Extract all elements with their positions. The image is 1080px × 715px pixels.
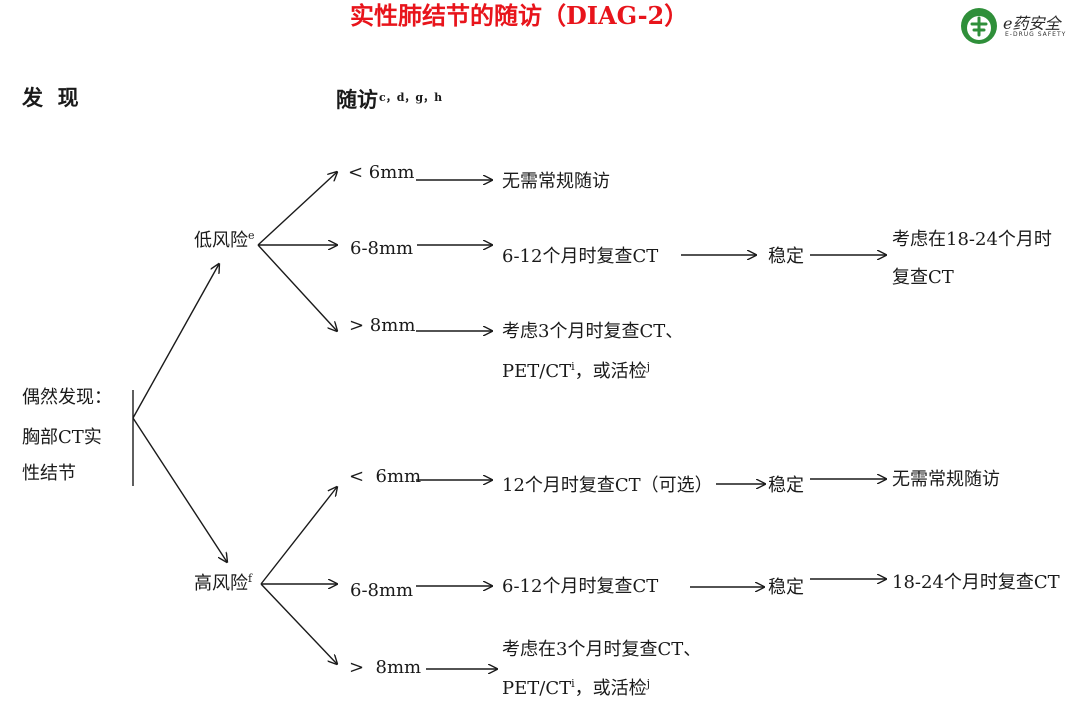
logo-emblem-icon [961, 8, 997, 44]
low-size-lt6: < 6mm [348, 162, 415, 183]
high-size-6-8: 6-8mm [350, 580, 414, 601]
arrow-root-to-low-risk [132, 264, 219, 419]
low-gt8-line1: 考虑3个月时复查CT、 [502, 321, 684, 342]
high-size-lt6: < 6mm [349, 466, 422, 487]
logo-text: e药安全 [1003, 14, 1061, 33]
root-line-2: 胸部CT实 [22, 427, 102, 448]
arrow-high-to-lt6 [260, 487, 337, 585]
high-lt6-stable: 稳定 [768, 475, 804, 496]
root-line-3: 性结节 [22, 463, 76, 484]
high-gt8-line1: 考虑在3个月时复查CT、 [502, 639, 702, 660]
page-title: 实性肺结节的随访（DIAG-2） [350, 1, 689, 30]
e-drug-safety-logo: e药安全 E-DRUG SAFETY [961, 6, 1073, 44]
high-lt6-step3: 无需常规随访 [892, 469, 1000, 490]
logo-subtext: E-DRUG SAFETY [1005, 31, 1067, 38]
high-gt8-line2: PET/CTi，或活检j [502, 677, 651, 699]
low-6-8-step1: 6-12个月时复查CT [502, 246, 659, 267]
high-size-gt8: > 8mm [349, 657, 422, 678]
followup-header: 随访c，d，g，h [336, 87, 443, 112]
low-size-6-8: 6-8mm [350, 238, 414, 259]
low-gt8-line2: PET/CTi，或活检j [502, 360, 651, 382]
arrow-low-to-lt6 [257, 172, 337, 246]
followup-footnotes: c，d，g，h [379, 91, 443, 104]
low-6-8-stable: 稳定 [768, 246, 804, 267]
low-risk-node: 低风险e [194, 229, 255, 251]
high-risk-node: 高风险f [194, 572, 253, 594]
low-6-8-step3-line1: 考虑在18-24个月时 [892, 229, 1052, 250]
high-6-8-step3: 18-24个月时复查CT [892, 572, 1060, 593]
finding-header: 发 现 [22, 85, 79, 110]
arrow-high-to-gt8 [260, 583, 337, 664]
high-lt6-step1: 12个月时复查CT（可选） [502, 475, 713, 496]
arrow-root-to-high-risk [132, 417, 227, 562]
high-6-8-stable: 稳定 [768, 577, 804, 598]
arrow-low-to-gt8 [257, 244, 337, 331]
low-size-gt8: > 8mm [349, 315, 416, 336]
high-6-8-step1: 6-12个月时复查CT [502, 576, 659, 597]
low-lt6-outcome: 无需常规随访 [502, 171, 610, 192]
low-6-8-step3-line2: 复查CT [892, 267, 954, 288]
root-line-1: 偶然发现： [22, 387, 112, 408]
